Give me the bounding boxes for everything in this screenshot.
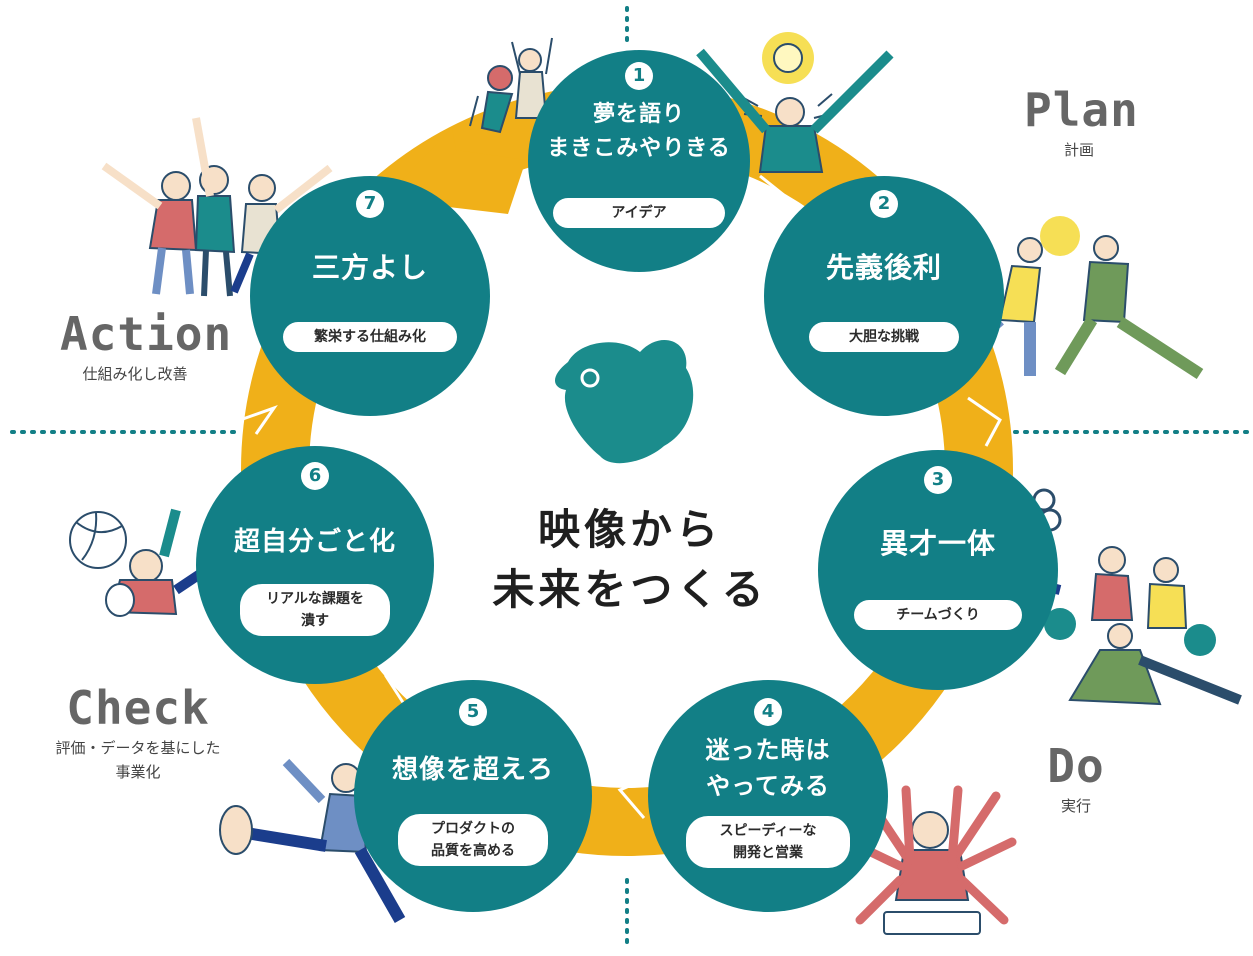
idea-lightbulb-icon xyxy=(696,32,894,173)
node-7-sanpo-yoshi: 7 三方よし 繁栄する仕組み化 xyxy=(250,176,490,416)
volleyball-player-icon xyxy=(69,508,215,617)
phase-plan-label: Plan xyxy=(1024,83,1139,137)
node-title: 異才一体 xyxy=(879,527,996,560)
step-number: 7 xyxy=(356,190,384,218)
phase-do: Do 実行 xyxy=(1034,738,1118,818)
node-5-beyond-imagination: 5 想像を超えろ プロダクトの 品質を高める xyxy=(354,680,592,912)
node-6-own-it: 6 超自分ごと化 リアルな課題を 潰す xyxy=(196,446,434,684)
phase-do-label: Do xyxy=(1047,739,1105,793)
bird-mascot-icon xyxy=(555,340,694,464)
center-slogan: 映像から 未来をつくる xyxy=(492,505,768,614)
node-title: 夢を語り まきこみやりきる xyxy=(547,102,731,161)
node-title: 超自分ごと化 xyxy=(233,527,396,557)
node-subtitle: アイデア xyxy=(553,198,725,228)
phase-check: Check 評価・データを基にした 事業化 xyxy=(22,680,254,784)
node-title: 迷った時は やってみる xyxy=(705,736,831,800)
node-title: 想像を超えろ xyxy=(391,755,554,785)
step-number: 4 xyxy=(754,698,782,726)
node-subtitle: 大胆な挑戦 xyxy=(809,322,959,352)
node-2-sengi-gori: 2 先義後利 大胆な挑戦 xyxy=(764,176,1004,416)
phase-action-label: Action xyxy=(60,307,233,361)
step-number: 1 xyxy=(625,62,653,90)
phase-do-caption: 実行 xyxy=(1060,797,1091,815)
node-title: 三方よし xyxy=(311,251,428,284)
phase-check-label: Check xyxy=(66,681,210,735)
node-3-isai-ittai: 3 異才一体 チームづくり xyxy=(818,450,1058,690)
node-4-try-it: 4 迷った時は やってみる スピーディーな 開発と営業 xyxy=(648,680,888,912)
node-subtitle: 繁栄する仕組み化 xyxy=(283,322,457,352)
node-title: 先義後利 xyxy=(825,251,942,284)
pointing-people-icon xyxy=(101,117,333,297)
step-number: 6 xyxy=(301,462,329,490)
node-subtitle: チームづくり xyxy=(854,600,1022,630)
phase-action-caption: 仕組み化し改善 xyxy=(82,365,188,383)
node-1-dream: 1 夢を語り まきこみやりきる アイデア xyxy=(528,50,750,272)
node-subtitle: プロダクトの 品質を高める xyxy=(398,814,548,866)
step-number: 5 xyxy=(459,698,487,726)
node-subtitle: リアルな課題を 潰す xyxy=(240,584,390,636)
phase-check-caption: 評価・データを基にした 事業化 xyxy=(55,739,221,781)
phase-action: Action 仕組み化し改善 xyxy=(60,306,233,386)
phase-plan: Plan 計画 xyxy=(1024,82,1139,162)
phase-plan-caption: 計画 xyxy=(1063,141,1094,159)
node-subtitle: スピーディーな 開発と営業 xyxy=(686,816,850,868)
step-number: 3 xyxy=(924,466,952,494)
multi-arm-worker-icon xyxy=(845,785,1017,935)
people-cheering-icon xyxy=(469,37,553,134)
step-number: 2 xyxy=(870,190,898,218)
